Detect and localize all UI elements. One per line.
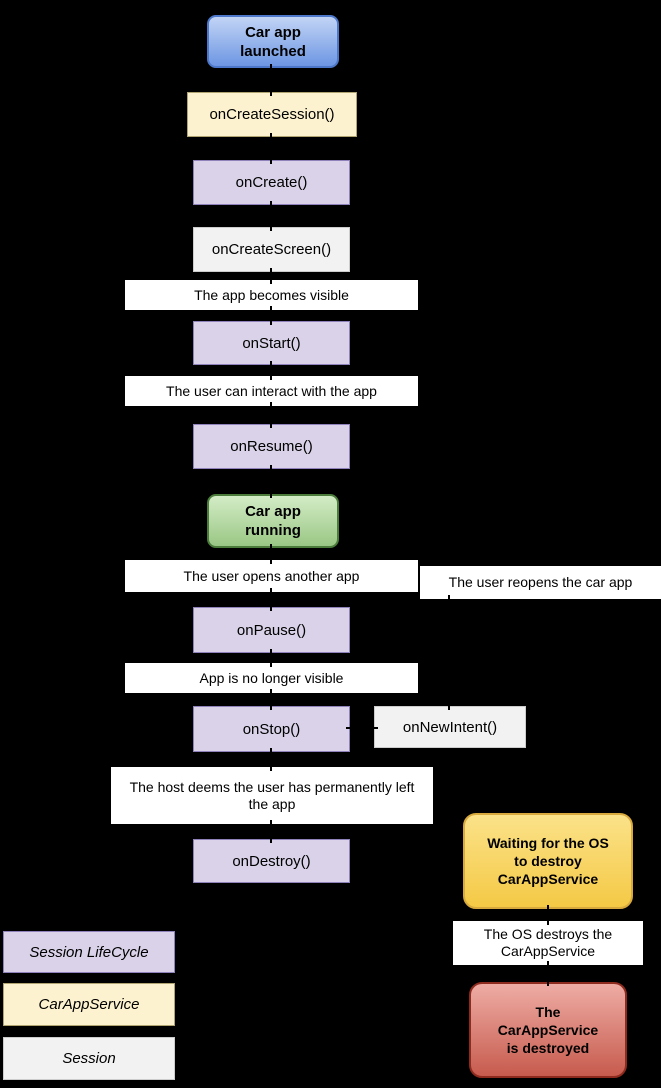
legend-session-lifecycle: Session LifeCycle	[3, 931, 175, 973]
caption-app-becomes-visible: The app becomes visible	[125, 280, 418, 310]
node-onpause: onPause()	[193, 607, 350, 653]
node-waiting-os-destroy: Waiting for the OS to destroy CarAppServ…	[463, 813, 633, 909]
connector-no-longer-visible-to-onstop	[270, 689, 272, 710]
node-oncreatescreen: onCreateScreen()	[193, 227, 350, 272]
node-ondestroy: onDestroy()	[193, 839, 350, 883]
node-onstop: onStop()	[193, 706, 350, 752]
connector-oncreatesession-to-oncreate	[270, 133, 272, 164]
node-car-app-launched: Car app launched	[207, 15, 339, 68]
caption-os-destroys-service: The OS destroys the CarAppService	[453, 921, 643, 965]
node-onstart: onStart()	[193, 321, 350, 365]
connector-opens-another-to-onpause	[270, 588, 272, 611]
caption-user-opens-another-app: The user opens another app	[125, 560, 418, 592]
connector-oncreate-to-oncreatescreen	[270, 201, 272, 231]
node-onresume: onResume()	[193, 424, 350, 469]
connector-onpause-to-no-longer-visible	[270, 649, 272, 667]
connector-oncreatescreen-to-visible	[270, 268, 272, 284]
node-car-app-running: Car app running	[207, 494, 339, 548]
connector-onstart-to-interact	[270, 361, 272, 380]
node-oncreatesession: onCreateSession()	[187, 92, 357, 137]
caption-app-no-longer-visible: App is no longer visible	[125, 663, 418, 693]
connector-os-destroys-to-destroyed	[547, 961, 549, 986]
caption-user-reopens-car-app: The user reopens the car app	[420, 566, 661, 599]
connector-launched-to-oncreatesession	[270, 64, 272, 96]
legend-carappservice: CarAppService	[3, 983, 175, 1026]
caption-user-can-interact: The user can interact with the app	[125, 376, 418, 406]
node-oncreate: onCreate()	[193, 160, 350, 205]
connector-waiting-to-os-destroys	[547, 905, 549, 925]
connector-reopens-to-onnewintent	[448, 595, 450, 710]
node-service-destroyed: The CarAppService is destroyed	[469, 982, 627, 1078]
connector-onresume-to-running	[270, 465, 272, 498]
connector-interact-to-onresume	[270, 402, 272, 428]
node-onnewintent: onNewIntent()	[374, 706, 526, 748]
connector-onstop-to-host-deems	[270, 748, 272, 771]
caption-host-deems-left-app: The host deems the user has permanently …	[111, 767, 433, 824]
legend-session: Session	[3, 1037, 175, 1080]
connector-onstop-to-onnewintent	[346, 727, 378, 729]
connector-visible-to-onstart	[270, 306, 272, 325]
connector-host-deems-to-ondestroy	[270, 820, 272, 843]
connector-running-to-opens-another	[270, 544, 272, 564]
